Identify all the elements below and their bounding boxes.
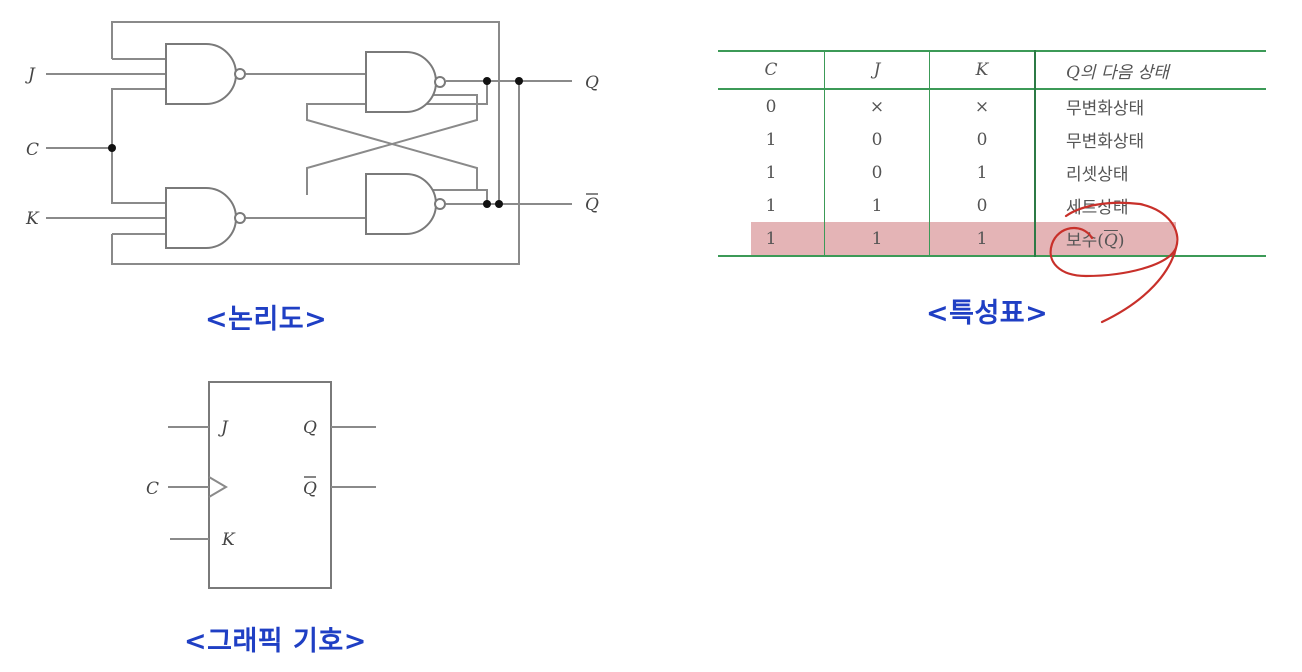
nand-bubble-3 — [434, 76, 446, 88]
nand-gate-3 — [365, 51, 437, 113]
cell-j: 1 — [824, 189, 930, 222]
cell-j: 1 — [824, 222, 930, 256]
clock-to-gate1 — [111, 88, 166, 148]
junction-qbar-2 — [495, 200, 503, 208]
label-q-bar: Q — [585, 195, 599, 215]
cell-k: 1 — [929, 156, 1036, 189]
table-row-highlighted: 1 1 1 보수(Q) — [718, 222, 1266, 256]
label-q: Q — [585, 73, 599, 93]
complement-suffix: ) — [1117, 231, 1125, 251]
junction-q-2 — [515, 77, 523, 85]
complement-prefix: 보수( — [1066, 231, 1104, 251]
cell-c: 1 — [718, 156, 825, 189]
header-j: J — [824, 51, 930, 89]
label-k: K — [25, 209, 40, 229]
symbol-label-c: C — [146, 479, 159, 499]
cell-next-state: 리셋상태 — [1066, 165, 1129, 185]
nand-gate-1 — [165, 43, 237, 105]
symbol-label-j: J — [218, 418, 229, 438]
cell-next-state: 무변화상태 — [1066, 99, 1145, 119]
flipflop-box — [208, 381, 332, 589]
symbol-label-q: Q — [303, 418, 317, 438]
cell-k: 0 — [929, 189, 1036, 222]
table-row: 1 1 0 세트상태 — [718, 189, 1266, 222]
header-next-state: Q의 다음 상태 — [1066, 62, 1169, 83]
nand-gate-4 — [365, 173, 437, 235]
cell-c: 0 — [718, 89, 825, 123]
nand-bubble-2 — [234, 212, 246, 224]
label-c: C — [26, 140, 39, 160]
junction-q-1 — [483, 77, 491, 85]
cell-next-state: 세트상태 — [1066, 198, 1129, 218]
header-k: K — [929, 51, 1036, 89]
cell-next-state-complement: 보수(Q) — [1035, 222, 1266, 256]
caption-graphic-symbol: <그래픽 기호> — [184, 626, 367, 657]
symbol-label-q-bar: Q — [303, 479, 317, 499]
feedback-wire-bottom — [111, 81, 520, 265]
cell-k: 1 — [929, 222, 1036, 256]
cell-c: 1 — [718, 189, 825, 222]
clock-triangle-icon — [208, 476, 228, 498]
header-c: C — [718, 51, 825, 89]
table-row: 0 × × 무변화상태 — [718, 89, 1266, 123]
cell-j: 0 — [824, 123, 930, 156]
cell-c: 1 — [718, 222, 825, 256]
label-j: J — [25, 65, 36, 85]
caption-logic-diagram: <논리도> — [205, 304, 328, 335]
nand-bubble-4 — [434, 198, 446, 210]
cell-j: × — [824, 89, 930, 123]
table-row: 1 0 0 무변화상태 — [718, 123, 1266, 156]
table-header-row: C J K Q의 다음 상태 — [718, 51, 1266, 89]
caption-characteristic-table: <특성표> — [926, 298, 1049, 329]
characteristic-table: C J K Q의 다음 상태 0 × × 무변화상태 1 0 0 무변화상태 1… — [718, 50, 1266, 257]
junction-clock — [108, 144, 116, 152]
nand-bubble-1 — [234, 68, 246, 80]
graphic-symbol: J C K Q Q — [146, 381, 376, 589]
nand-gate-2 — [165, 187, 237, 249]
cell-c: 1 — [718, 123, 825, 156]
cell-next-state: 무변화상태 — [1066, 132, 1145, 152]
symbol-label-k: K — [221, 530, 236, 550]
complement-q-bar: Q — [1103, 231, 1118, 251]
table-row: 1 0 1 리셋상태 — [718, 156, 1266, 189]
clock-to-gate2 — [111, 148, 166, 204]
cross-wire-qbar — [306, 94, 488, 204]
feedback-wire-top — [111, 21, 500, 81]
cell-k: × — [929, 89, 1036, 123]
cell-j: 0 — [824, 156, 930, 189]
junction-qbar-1 — [483, 200, 491, 208]
cell-k: 0 — [929, 123, 1036, 156]
logic-diagram: J C K Q Q — [25, 21, 599, 265]
